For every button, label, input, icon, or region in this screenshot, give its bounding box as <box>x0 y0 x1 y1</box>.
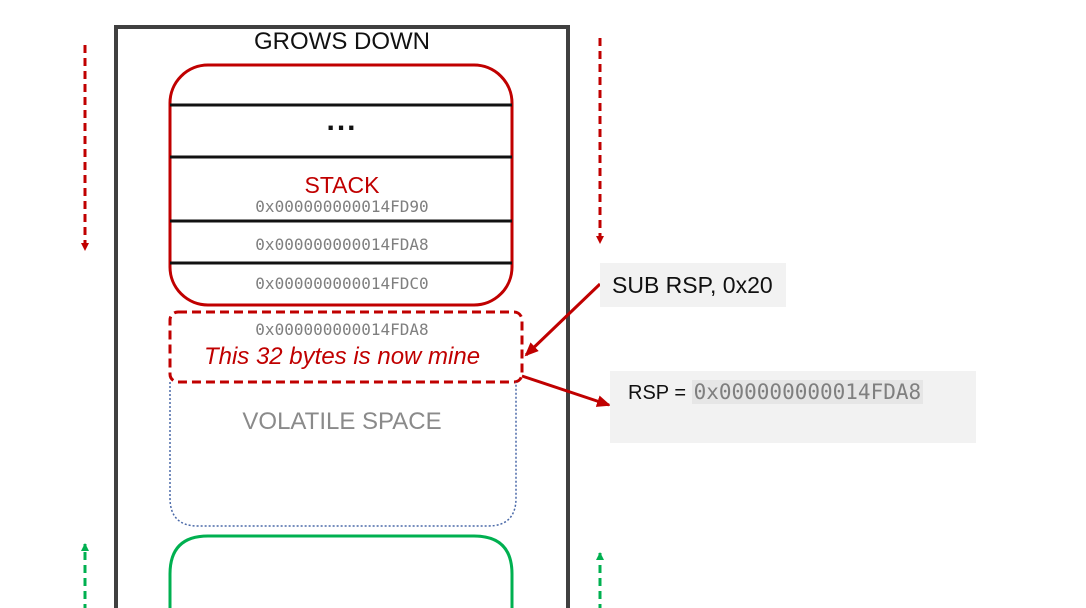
volatile-space-label: VOLATILE SPACE <box>242 408 442 435</box>
sub-rsp-instruction: SUB RSP, 0x20 <box>612 272 773 298</box>
memory-frame <box>114 25 570 608</box>
rsp-connector <box>521 374 611 407</box>
rsp-value: 0x000000000014FDA8 <box>691 380 924 404</box>
rsp-label: RSP = <box>628 382 692 404</box>
volatile-region <box>169 382 517 527</box>
allocated-caption: This 32 bytes is now mine <box>203 343 481 370</box>
stack-label: STACK <box>304 172 380 198</box>
grows-down-title: GROWS DOWN <box>254 28 430 55</box>
sub-rsp-callout: SUB RSP, 0x20 <box>600 263 786 307</box>
sub-rsp-connector <box>524 282 602 357</box>
stack-ellipsis: ... <box>326 104 358 137</box>
stack-block <box>168 63 514 307</box>
rsp-callout: RSP = 0x000000000014FDA8 <box>610 371 976 443</box>
heap-block <box>168 534 514 608</box>
allocated-region <box>168 310 524 384</box>
stack-address: 0x000000000014FDA8 <box>255 235 429 254</box>
stack-address: 0x000000000014FDC0 <box>255 274 429 293</box>
stack-address: 0x000000000014FD90 <box>255 197 429 216</box>
allocated-address: 0x000000000014FDA8 <box>255 320 429 339</box>
